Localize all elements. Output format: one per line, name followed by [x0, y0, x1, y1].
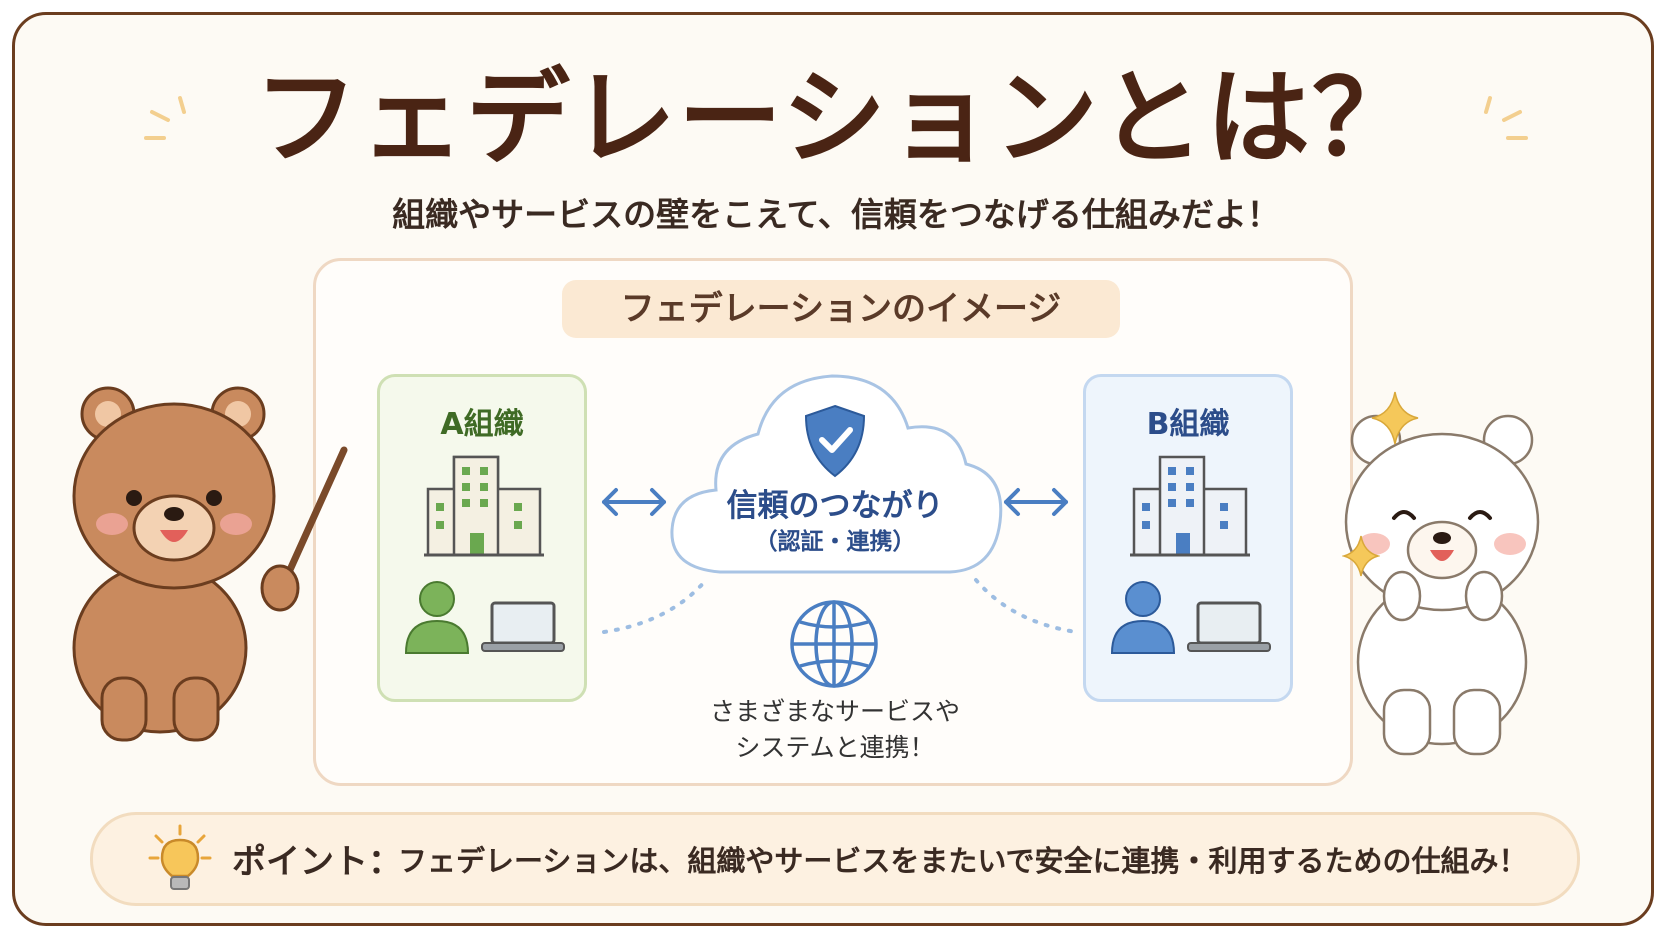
page-title: フェデレーションとは？	[254, 57, 1418, 179]
org-b-label: B組織	[1146, 407, 1230, 442]
double-arrow-left-icon	[602, 488, 666, 516]
white-bear-illustration	[1344, 414, 1540, 756]
org-a-box: A組織	[377, 374, 587, 702]
building-b-icon	[1130, 455, 1250, 557]
org-b-box: B組織	[1083, 374, 1293, 702]
building-a-icon	[424, 455, 544, 557]
org-a-label: A組織	[440, 407, 524, 442]
trust-cloud: 信頼のつながり （認証・連携）	[660, 362, 1010, 590]
services-text: さまざまなサービスや システムと連携！	[640, 694, 1030, 767]
shield-check-icon	[804, 404, 866, 478]
laptop-b-icon	[1187, 601, 1271, 652]
page-subtitle: 組織やサービスの壁をこえて、信頼をつなげる仕組みだよ！	[392, 195, 1280, 234]
trust-label: 信頼のつながり	[726, 488, 944, 524]
user-a-icon	[404, 581, 470, 654]
point-label: ポイント：	[232, 842, 402, 882]
sparkle-small-icon	[1342, 535, 1380, 577]
sparkle-lines-left-icon	[144, 96, 186, 140]
double-arrow-right-icon	[1004, 488, 1068, 516]
globe-icon	[790, 600, 878, 688]
sparkle-icon	[1371, 391, 1419, 445]
user-b-icon	[1110, 581, 1176, 654]
services-line-1: さまざまなサービスや	[709, 697, 960, 726]
trust-sub-label: （認証・連携）	[754, 529, 916, 555]
brown-bear-illustration	[72, 386, 348, 742]
sparkle-lines-right-icon	[1484, 96, 1528, 140]
point-bar	[90, 812, 1580, 906]
diagram-title: フェデレーションのイメージ	[562, 280, 1120, 338]
point-text: フェデレーションは、組織やサービスをまたいで安全に連携・利用するための仕組み！	[398, 844, 1528, 878]
dotted-connectors	[602, 578, 1078, 634]
services-line-2: システムと連携！	[735, 733, 935, 763]
lightbulb-icon	[148, 824, 212, 890]
laptop-a-icon	[481, 601, 565, 652]
